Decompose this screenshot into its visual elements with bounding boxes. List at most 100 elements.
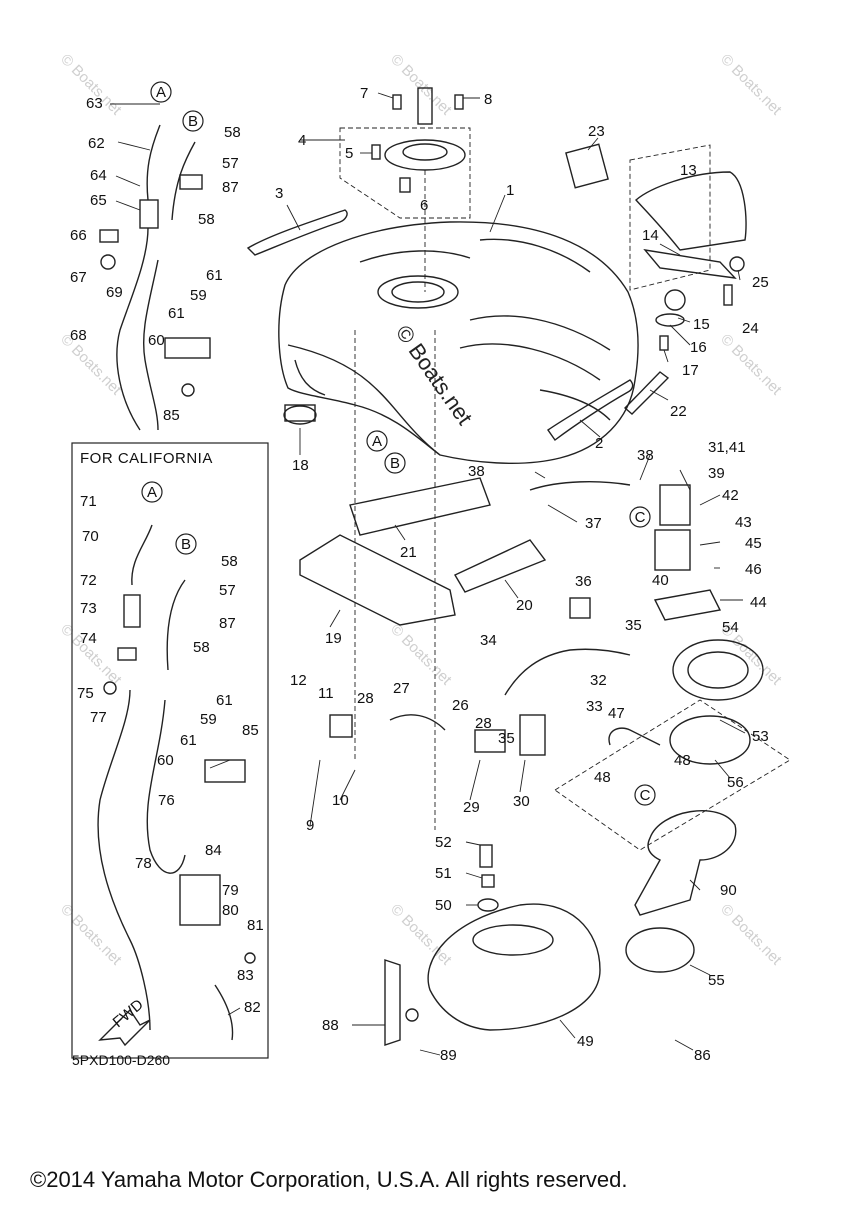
svg-text:© Boats.net: © Boats.net: [57, 901, 125, 969]
part-label: 19: [325, 630, 342, 647]
part-label: 20: [516, 597, 533, 614]
part-label: 52: [435, 834, 452, 851]
part-label: 40: [652, 572, 669, 589]
part-label: 75: [77, 685, 94, 702]
svg-text:A: A: [372, 433, 382, 450]
caution-label: [565, 143, 609, 189]
copyright-notice: ©2014 Yamaha Motor Corporation, U.S.A. A…: [30, 1167, 628, 1192]
part-label: 48: [674, 752, 691, 769]
part-label: 33: [586, 698, 603, 715]
part-label: 13: [680, 162, 697, 179]
part-label: 71: [80, 493, 97, 510]
svg-text:B: B: [188, 113, 198, 130]
part-label: 47: [608, 705, 625, 722]
part-label: 30: [513, 793, 530, 810]
part-labels: 63 62 64 65 66 67 69 68 60 61 59 61 58 8…: [70, 85, 769, 1064]
tank-emblem-left: [246, 209, 348, 256]
fuel-tank: [278, 221, 639, 464]
breather-hoses: [99, 124, 211, 431]
watermarks: © Boats.net © Boats.net © Boats.net © Bo…: [57, 51, 785, 969]
part-label: 9: [306, 817, 314, 834]
part-label: 21: [400, 544, 417, 561]
svg-text:B: B: [181, 536, 191, 553]
part-label: 61: [216, 692, 233, 709]
part-label: 60: [148, 332, 165, 349]
part-label: 55: [708, 972, 725, 989]
part-label: 8: [484, 91, 492, 108]
california-inset-title: FOR CALIFORNIA: [80, 450, 213, 467]
part-label: 78: [135, 855, 152, 872]
part-label: 6: [420, 197, 428, 214]
part-label: 86: [694, 1047, 711, 1064]
part-label: 22: [670, 403, 687, 420]
part-label: 74: [80, 630, 97, 647]
part-label: 31,41: [708, 439, 746, 456]
part-label: 32: [590, 672, 607, 689]
part-label: 45: [745, 535, 762, 552]
part-label: 87: [222, 179, 239, 196]
part-label: 53: [752, 728, 769, 745]
part-label: 7: [360, 85, 368, 102]
part-label: 85: [242, 722, 259, 739]
part-label: 61: [180, 732, 197, 749]
svg-text:© Boats.net: © Boats.net: [717, 51, 785, 119]
part-label: 89: [440, 1047, 457, 1064]
part-label: 59: [200, 711, 217, 728]
part-label: 16: [690, 339, 707, 356]
part-label: 11: [318, 685, 334, 702]
part-label: 35: [498, 730, 515, 747]
part-label: 25: [752, 274, 769, 291]
part-label: 14: [642, 227, 659, 244]
part-label: 58: [198, 211, 215, 228]
svg-text:© Boats.net: © Boats.net: [57, 331, 125, 399]
part-label: 35: [625, 617, 642, 634]
part-label: 18: [292, 457, 309, 474]
part-label: 3: [275, 185, 283, 202]
part-label: 64: [90, 167, 107, 184]
part-label: 57: [219, 582, 236, 599]
part-label: 59: [190, 287, 207, 304]
tank-bottom: [384, 844, 601, 1046]
part-label: 58: [224, 124, 241, 141]
svg-text:C: C: [640, 787, 651, 804]
part-label: 73: [80, 600, 97, 617]
part-label: 58: [193, 639, 210, 656]
part-label: 79: [222, 882, 239, 899]
part-label: 56: [727, 774, 744, 791]
part-label: 36: [575, 573, 592, 590]
part-label: 15: [693, 316, 710, 333]
part-label: 23: [588, 123, 605, 140]
fwd-arrow-label: FWD: [110, 996, 147, 1031]
part-label: 38: [637, 447, 654, 464]
svg-text:© Boats.net: © Boats.net: [387, 621, 455, 689]
fuel-cap-assembly: [339, 87, 471, 292]
part-label: 43: [735, 514, 752, 531]
part-label: 58: [221, 553, 238, 570]
part-label: 88: [322, 1017, 339, 1034]
part-label: 61: [168, 305, 185, 322]
part-label: 65: [90, 192, 107, 209]
part-label: 28: [357, 690, 374, 707]
part-label: 37: [585, 515, 602, 532]
svg-text:C: C: [635, 509, 646, 526]
part-label: 57: [222, 155, 239, 172]
part-label: 80: [222, 902, 239, 919]
svg-text:A: A: [147, 484, 157, 501]
part-label: 66: [70, 227, 87, 244]
part-label: 2: [595, 435, 603, 452]
part-label: 90: [720, 882, 737, 899]
part-label: 24: [742, 320, 759, 337]
side-covers: [299, 330, 547, 830]
california-parts: [97, 524, 256, 1047]
part-label: 12: [290, 672, 307, 689]
center-watermark: © Boats.net: [391, 321, 478, 430]
california-inset-frame: [71, 442, 269, 1059]
part-label: 48: [594, 769, 611, 786]
fuel-hoses-center: [329, 481, 722, 756]
part-label: 85: [163, 407, 180, 424]
part-label: 46: [745, 561, 762, 578]
leader-lines: [110, 92, 746, 1056]
part-label: 81: [247, 917, 264, 934]
part-label: 39: [708, 465, 725, 482]
